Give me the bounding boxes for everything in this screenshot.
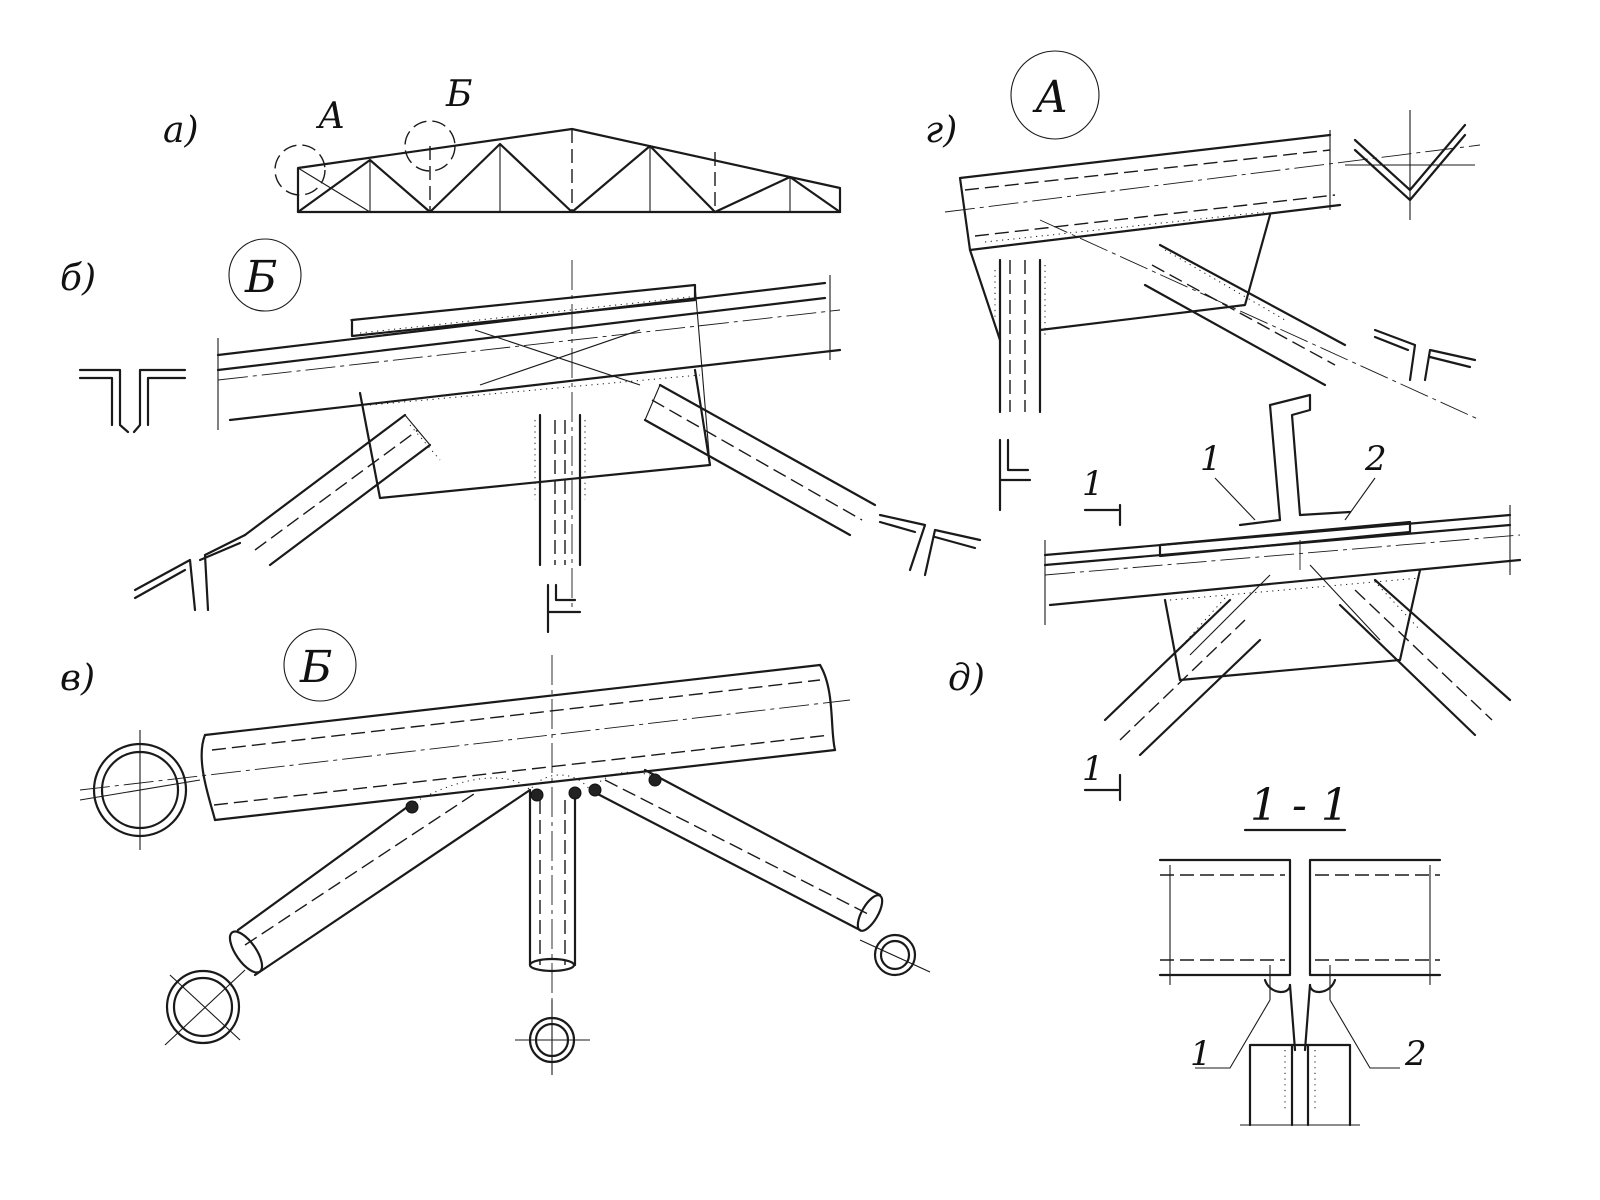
label-part-2-section: 2 bbox=[1404, 1034, 1427, 1074]
node-a-circle bbox=[1010, 50, 1100, 140]
node-b-circle-1 bbox=[228, 238, 302, 312]
label-part-1-section: 1 bbox=[1190, 1034, 1212, 1074]
label-section-1-top: 1 bbox=[1082, 464, 1104, 504]
label-node-B-2: Б bbox=[299, 642, 332, 693]
section-title: 1 - 1 bbox=[1250, 780, 1349, 831]
truss-overview: а) А Б bbox=[163, 74, 842, 214]
label-node-A: А bbox=[315, 96, 345, 137]
node-d-purlin: д) 1 1 1 2 bbox=[948, 393, 1522, 802]
node-b-marker bbox=[404, 120, 456, 172]
node-b-circle-2 bbox=[283, 628, 357, 702]
label-node-B-1: Б bbox=[244, 252, 277, 303]
node-a-support: г) А bbox=[925, 50, 1481, 512]
label-node-B-small: Б bbox=[445, 74, 472, 115]
node-b-pipes: в) Б bbox=[60, 628, 931, 1075]
label-view-d: д) bbox=[948, 658, 985, 699]
label-view-a: а) bbox=[163, 110, 199, 151]
node-b-angles: б) Б bbox=[60, 238, 982, 634]
label-section-1-bottom: 1 bbox=[1082, 749, 1104, 789]
node-a-marker bbox=[274, 144, 326, 196]
section-1-1: 1 - 1 1 2 bbox=[1158, 780, 1442, 1127]
label-view-b: б) bbox=[60, 258, 96, 299]
label-part-1-top: 1 bbox=[1200, 439, 1222, 479]
label-part-2-top: 2 bbox=[1364, 439, 1387, 479]
label-view-g: г) bbox=[925, 110, 957, 151]
label-node-A-big: А bbox=[1032, 72, 1068, 123]
label-view-v: в) bbox=[60, 658, 95, 699]
